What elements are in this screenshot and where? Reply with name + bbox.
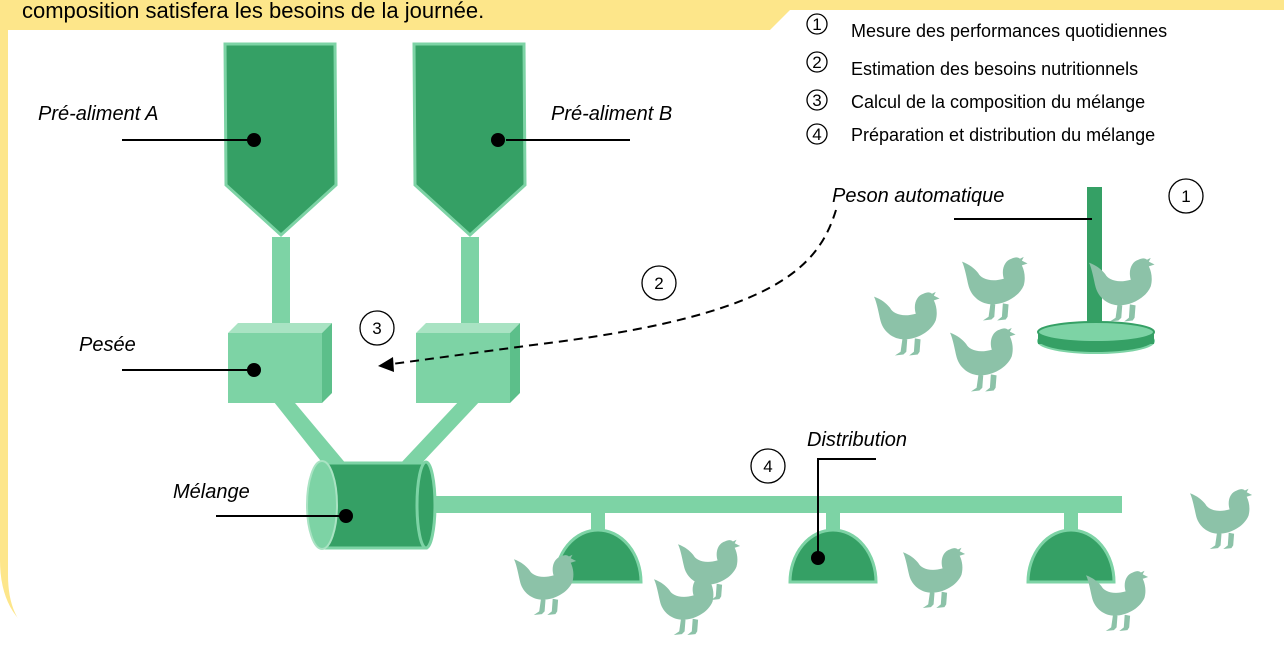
step-badges: 1 2 3 4 <box>359 178 1204 484</box>
label-distribution: Distribution <box>807 429 907 451</box>
pipe-b <box>461 237 479 327</box>
pipe-a-to-mixer <box>270 397 347 465</box>
weighing-box-b <box>416 323 520 403</box>
label-peson: Peson automatique <box>832 185 1004 207</box>
label-melange: Mélange <box>173 481 250 503</box>
pointer-lines <box>122 139 1092 558</box>
pointer-dots <box>247 133 825 565</box>
legend-badge-3 <box>806 89 828 111</box>
mixer <box>306 460 437 550</box>
automatic-scale <box>1037 187 1155 354</box>
legend-text-1: Mesure des performances quotidiennes <box>851 21 1167 41</box>
silo-b <box>412 42 527 238</box>
legend-badge-2 <box>806 51 828 73</box>
step-num-1: 1 <box>1181 187 1190 206</box>
header-text: composition satisfera les besoins de la … <box>22 0 484 23</box>
drop-pipe-2 <box>826 510 840 532</box>
pipes <box>270 237 1122 532</box>
legend-num-4: 4 <box>812 125 821 144</box>
label-pesee: Pesée <box>79 334 136 356</box>
legend-text-4: Préparation et distribution du mélange <box>851 125 1155 145</box>
step-badge-4 <box>750 448 786 484</box>
label-pre-aliment-b: Pré-aliment B <box>551 103 672 125</box>
step-badge-1 <box>1168 178 1204 214</box>
weighing-box-a <box>228 323 332 403</box>
step-num-2: 2 <box>654 274 663 293</box>
distribution-pipe <box>432 496 1122 513</box>
legend-num-3: 3 <box>812 91 821 110</box>
legend-text-2: Estimation des besoins nutritionnels <box>851 59 1138 79</box>
legend-badge-4 <box>806 123 828 145</box>
legend: 1 Mesure des performances quotidiennes 2… <box>806 13 1167 145</box>
step-num-4: 4 <box>763 457 772 476</box>
feeder-2 <box>788 528 878 584</box>
pipe-a <box>272 237 290 327</box>
legend-badge-1 <box>806 13 828 35</box>
legend-num-1: 1 <box>812 15 821 34</box>
drop-pipe-1 <box>591 510 605 532</box>
dashed-arrow <box>391 209 837 365</box>
label-pre-aliment-a: Pré-aliment A <box>38 103 158 125</box>
drop-pipe-3 <box>1064 510 1078 532</box>
silo-a <box>223 42 338 238</box>
legend-num-2: 2 <box>812 53 821 72</box>
arrow-head <box>378 357 394 372</box>
feeder-3 <box>1026 528 1116 584</box>
pipe-b-to-mixer <box>399 400 481 465</box>
legend-text-3: Calcul de la composition du mélange <box>851 92 1145 112</box>
step-num-3: 3 <box>372 319 381 338</box>
step-badge-2 <box>641 265 677 301</box>
step-badge-3 <box>359 310 395 346</box>
